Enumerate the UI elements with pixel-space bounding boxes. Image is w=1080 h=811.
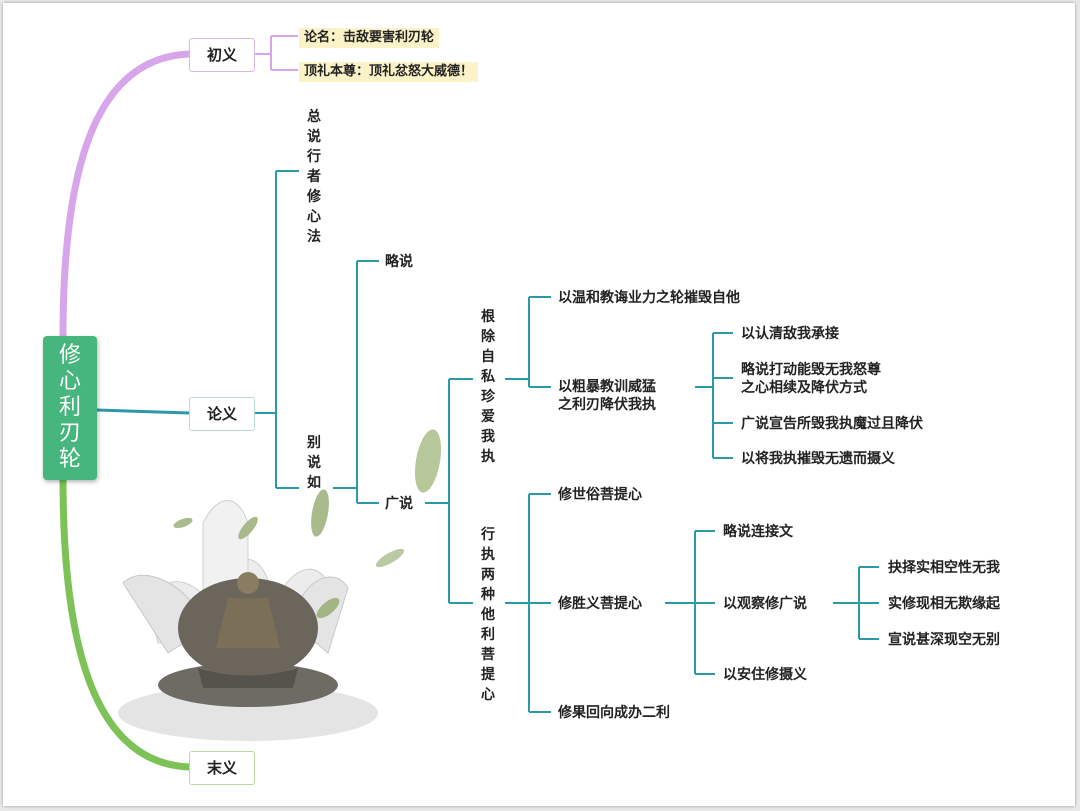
branch-line-chuyi	[59, 50, 193, 341]
genchu-item-fierce[interactable]: 以粗暴教训威猛 之利刃降伏我执	[558, 378, 656, 414]
fierce-sub-summary[interactable]: 以将我执摧毁无遗而摄义	[741, 451, 895, 467]
sheng-sub-analysis[interactable]: 以观察修广说	[723, 596, 807, 612]
xingzhi-item-relative[interactable]: 修世俗菩提心	[558, 487, 642, 503]
fierce-sub-brief-line2: 之心相续及降伏方式	[741, 380, 867, 396]
node-lunyi[interactable]: 论义	[189, 397, 255, 431]
node-lunyi-label: 论义	[206, 405, 237, 423]
fierce-sub-extensive[interactable]: 广说宣告所毁我执魔过且降伏	[741, 416, 923, 432]
node-chuyi[interactable]: 初义	[189, 38, 255, 72]
chuyi-item-title[interactable]: 论名：击敌要害利刃轮	[299, 28, 440, 48]
lotus-deity-image	[118, 429, 442, 741]
node-bieshuo[interactable]: 别说如	[307, 435, 321, 491]
node-guangshuo[interactable]: 广说	[385, 496, 413, 512]
guancha-sub-union[interactable]: 宣说甚深现空无别	[888, 632, 1000, 648]
node-chuyi-label: 初义	[206, 46, 237, 64]
xingzhi-item-ultimate[interactable]: 修胜义菩提心	[558, 596, 642, 612]
genchu-item-gentle[interactable]: 以温和教诲业力之轮摧毁自他	[558, 290, 740, 306]
sheng-sub-link[interactable]: 略说连接文	[723, 524, 793, 540]
guancha-bracket	[833, 566, 879, 640]
sheng-sub-resting[interactable]: 以安住修摄义	[723, 667, 807, 683]
root-node[interactable]: 修心利刃轮	[43, 336, 97, 480]
chuyi-item-homage[interactable]: 顶礼本尊：顶礼忿怒大威德！	[299, 62, 479, 82]
xingzhi-bracket	[505, 493, 551, 713]
genchu-bracket	[505, 296, 551, 388]
node-moyi-label: 末义	[206, 759, 237, 777]
fierce-sub-brief-line1: 略说打动能毁无我怒尊	[741, 362, 881, 378]
chuyi-bracket	[253, 35, 298, 71]
genchu-item-fierce-line1: 以粗暴教训威猛	[558, 379, 656, 395]
item2-bracket	[695, 332, 733, 459]
genchu-item-fierce-line2: 之利刃降伏我执	[558, 397, 656, 413]
bieshuo-bracket	[333, 260, 379, 504]
node-genchu[interactable]: 根除自私珍爱我执	[481, 309, 495, 465]
guancha-sub-appearance[interactable]: 实修现相无欺缘起	[888, 596, 1000, 612]
mindmap-canvas: 修心利刃轮 初义 论名：击敌要害利刃轮 顶礼本尊：顶礼忿怒大威德！ 论义 末义 …	[3, 3, 1075, 806]
node-zongshuo[interactable]: 总说行者修心法	[307, 109, 321, 245]
lunyi-bracket	[253, 170, 299, 489]
guancha-sub-emptiness[interactable]: 抉择实相空性无我	[888, 560, 1000, 576]
fierce-sub-brief[interactable]: 略说打动能毁无我怒尊 之心相续及降伏方式	[741, 361, 881, 397]
sheng-bracket	[665, 530, 715, 675]
fierce-sub-recognize[interactable]: 以认清敌我承接	[741, 326, 839, 342]
root-label: 修心利刃轮	[58, 343, 81, 472]
node-moyi[interactable]: 末义	[189, 751, 255, 785]
connector-lines	[59, 35, 879, 771]
branch-line-moyi	[59, 475, 193, 771]
node-xingzhi[interactable]: 行执两种他利菩提心	[481, 527, 495, 703]
branch-line-lunyi	[96, 408, 190, 415]
guangshuo-bracket	[425, 378, 473, 604]
xingzhi-item-dedication[interactable]: 修果回向成办二利	[558, 705, 670, 721]
node-lueshuo[interactable]: 略说	[385, 254, 413, 270]
